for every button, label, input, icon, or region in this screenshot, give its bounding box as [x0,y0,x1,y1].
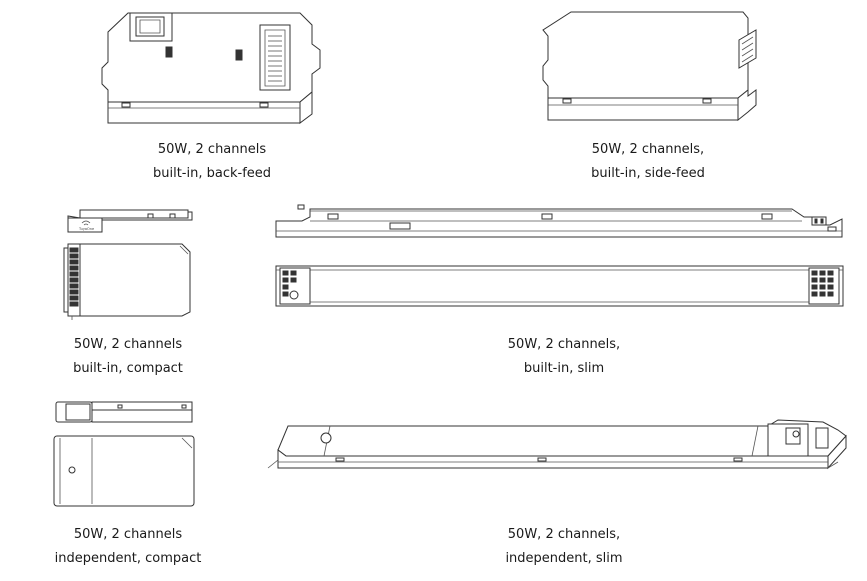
driver-slim-top-drawing [272,264,847,308]
driver-sidefeed-drawing [543,10,763,125]
driver-compact-drawing: TuyaOne [62,204,197,324]
caption-line-1: 50W, 2 channels [157,142,267,157]
left-terminal-block [283,271,298,299]
caption-compact-indep: 50W, 2 channels independent, compact [0,523,258,571]
driver-backfeed-drawing [100,10,325,130]
caption-line-1: 50W, 2 channels [73,337,183,352]
caption-line-2: independent, compact [54,551,202,566]
caption-line-1: 50W, 2 channels [73,527,183,542]
driver-indep-slim-drawing [268,418,853,478]
caption-line-2: built-in, back-feed [152,166,272,181]
caption-line-2: built-in, compact [73,361,183,376]
caption-line-1: 50W, 2 channels, [507,337,621,352]
caption-line-2: built-in, side-feed [591,166,705,181]
brand-label: TuyaOne [78,227,94,231]
caption-slim-indep: 50W, 2 channels, independent, slim [434,523,694,571]
wifi-icon [82,221,90,225]
right-terminal-block [812,271,833,296]
caption-line-2: independent, slim [505,551,623,566]
caption-line-2: built-in, slim [523,361,605,376]
caption-sidefeed: 50W, 2 channels, built-in, side-feed [518,138,778,186]
caption-backfeed: 50W, 2 channels built-in, back-feed [82,138,342,186]
terminal-block [70,248,78,306]
driver-indep-compact-drawing: TuyaOne [52,398,202,510]
caption-line-1: 50W, 2 channels, [507,527,621,542]
caption-line-1: 50W, 2 channels, [591,142,705,157]
terminal-slots [268,36,282,81]
caption-compact-builtin: 50W, 2 channels built-in, compact [0,333,258,381]
caption-slim-builtin: 50W, 2 channels, built-in, slim [434,333,694,381]
driver-slim-side-drawing [272,205,847,241]
